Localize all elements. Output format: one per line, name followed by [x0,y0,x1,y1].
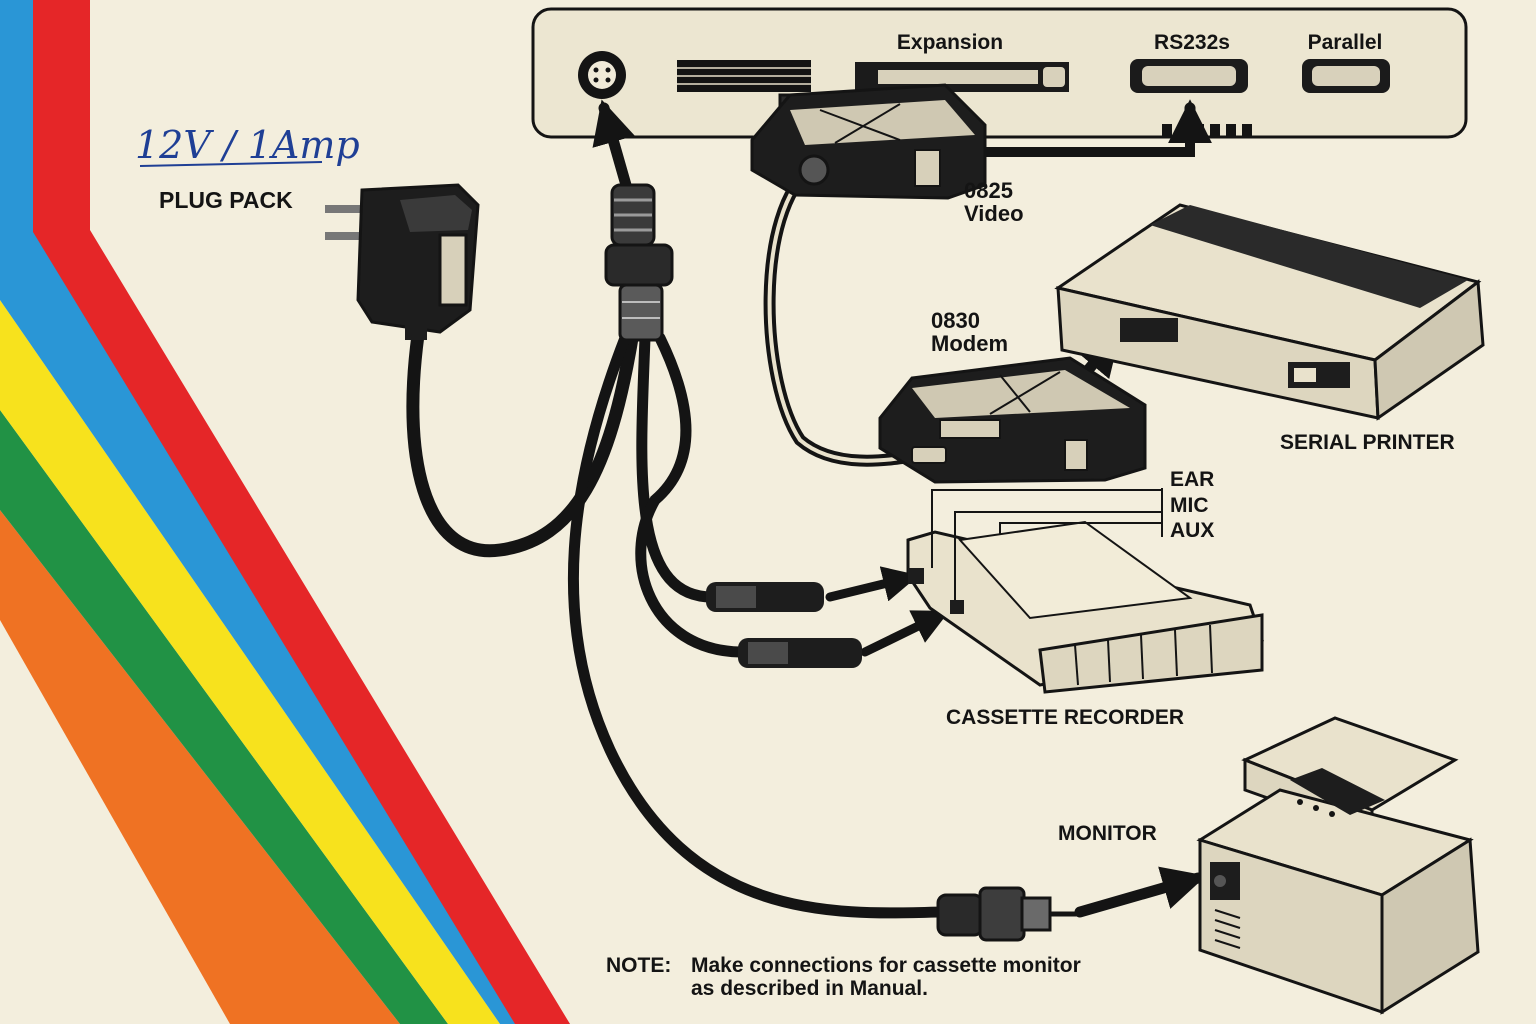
rs232-port [1130,59,1248,93]
video-interface [750,83,987,200]
cassette-recorder-label: CASSETTE RECORDER [946,706,1184,729]
video-label-number: 0825 [964,178,1013,203]
plug-pack-label: PLUG PACK [159,187,293,213]
jack-aux-label: AUX [1170,519,1214,542]
din-plug-connector [604,183,674,342]
monitor-label: MONITOR [1058,822,1157,845]
note-line-2: as described in Manual. [691,977,928,1000]
parallel-label: Parallel [1308,31,1383,54]
power-cable [406,328,639,558]
arrow-to-monitor [1074,866,1207,918]
monitor [1196,716,1480,1015]
note-prefix: NOTE: [606,954,671,977]
parallel-port [1302,59,1390,93]
serial-printer [1054,203,1485,421]
video-cable-core [767,166,924,463]
rs232-label: RS232s [1154,31,1230,54]
rainbow-stripes [0,0,570,1024]
computer-back-panel: Expansion RS232s Parallel [531,7,1468,139]
expansion-label: Expansion [897,31,1003,54]
arrow-to-power-socket [592,99,635,191]
ear-jack-plug [706,582,824,612]
vent-slots [677,60,811,92]
video-label-name: Video [964,201,1024,226]
serial-printer-label: SERIAL PRINTER [1280,431,1455,454]
note-line-1: Make connections for cassette monitor [691,954,1081,977]
jack-mic-label: MIC [1170,494,1209,517]
arrow-to-ear [825,566,919,602]
power-rating-underline [139,161,323,167]
cassette-recorder [906,520,1264,694]
monitor-plug [936,886,1080,942]
cables [406,130,1195,919]
arrow-to-mic [860,609,950,657]
mic-jack-plug [738,638,862,668]
mic-cable [635,332,746,658]
jack-ear-label: EAR [1170,468,1214,491]
jack-callout-lines [931,488,1163,600]
modem-label-number: 0830 [931,308,980,333]
modem-interface [878,356,1147,484]
monitor-cable [567,332,946,919]
power-rating-handwritten: 12V / 1Amp [135,123,360,167]
stripe-red [33,0,570,1024]
expansion-port [855,62,1069,92]
modem-label-name: Modem [931,331,1008,356]
plug-pack [325,183,480,340]
